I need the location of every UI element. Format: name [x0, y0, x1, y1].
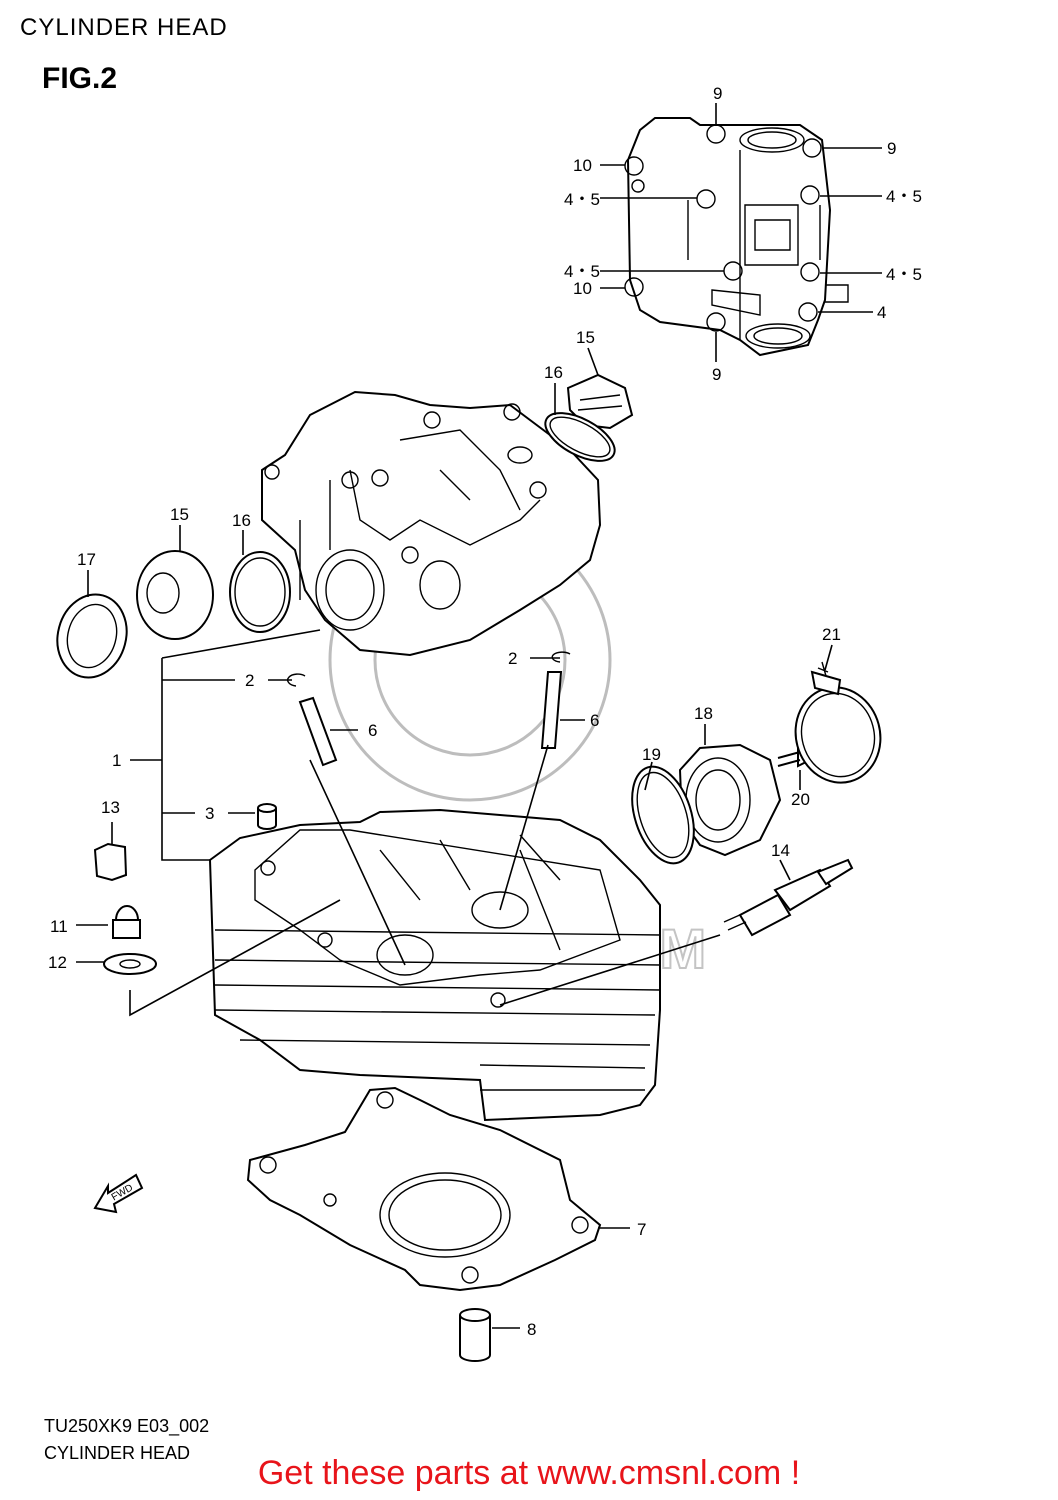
o-ring-left[interactable]: [229, 551, 291, 633]
valve-guide-left[interactable]: [298, 696, 338, 767]
callout-18: 18: [694, 704, 713, 723]
callout-10-upper: 10: [573, 156, 592, 175]
page-title: CYLINDER HEAD: [20, 14, 228, 41]
o-ring-top[interactable]: [538, 403, 622, 470]
callout-labels: 9 9 10 4・5 4・5 4・5 4・5 10 4 9 15 16 15 1…: [48, 84, 922, 1339]
callout-2-right: 2: [508, 649, 517, 668]
hose-clamp[interactable]: [785, 661, 891, 792]
callout-4-5-b: 4・5: [886, 187, 922, 206]
intake-pipe[interactable]: [678, 743, 782, 857]
cylinder-head-upper[interactable]: [261, 390, 602, 657]
cta-link[interactable]: Get these parts at www.cmsnl.com !: [257, 1454, 801, 1492]
circlip-left[interactable]: [287, 673, 306, 687]
callout-4-5-a: 4・5: [564, 190, 600, 209]
callout-6-left: 6: [368, 721, 377, 740]
callout-4: 4: [877, 303, 886, 322]
callout-9-right: 9: [887, 139, 896, 158]
diagram-title: CYLINDER HEAD: [44, 1443, 191, 1463]
callout-15-top: 15: [576, 328, 595, 347]
callout-15-left: 15: [170, 505, 189, 524]
cylinder-head-lower[interactable]: [208, 808, 661, 1122]
callout-19: 19: [642, 745, 661, 764]
acorn-nut[interactable]: [112, 905, 141, 939]
callout-4-5-d: 4・5: [886, 265, 922, 284]
plug-cap-top[interactable]: [566, 373, 634, 430]
callout-9-bottom: 9: [712, 365, 721, 384]
dowel-pin-small[interactable]: [257, 803, 277, 830]
head-gasket[interactable]: [246, 1086, 602, 1455]
callout-9-top: 9: [713, 84, 722, 103]
callout-16-left: 16: [232, 511, 251, 530]
callout-8: 8: [527, 1320, 536, 1339]
callout-3: 3: [205, 804, 214, 823]
cap-nut[interactable]: [93, 842, 128, 882]
callout-20: 20: [791, 790, 810, 809]
callout-6-right: 6: [590, 711, 599, 730]
leader-lines: [76, 103, 882, 1329]
dowel-pin[interactable]: [459, 1308, 491, 1362]
valve-guide-right[interactable]: [540, 671, 563, 749]
cylinder-head-cover[interactable]: [624, 117, 849, 357]
callout-14: 14: [771, 841, 790, 860]
callout-10-lower: 10: [573, 279, 592, 298]
spark-plug[interactable]: [723, 858, 854, 937]
callout-11: 11: [50, 917, 68, 936]
callout-1: 1: [112, 751, 121, 770]
callout-13: 13: [101, 798, 120, 817]
callout-7: 7: [637, 1220, 646, 1239]
callout-16-top: 16: [544, 363, 563, 382]
callout-17: 17: [77, 550, 96, 569]
callout-2-left: 2: [245, 671, 254, 690]
oil-seal[interactable]: [48, 587, 135, 686]
diagram-code: TU250XK9 E03_002: [44, 1416, 210, 1436]
callout-12: 12: [48, 953, 67, 972]
o-ring-intake[interactable]: [621, 759, 705, 871]
callout-4-5-c: 4・5: [564, 262, 600, 281]
circlip-right[interactable]: [551, 651, 571, 663]
callout-21: 21: [822, 625, 841, 644]
plug-cap-left[interactable]: [136, 550, 214, 640]
figure-label: FIG.2: [42, 62, 118, 95]
washer[interactable]: [103, 953, 157, 975]
